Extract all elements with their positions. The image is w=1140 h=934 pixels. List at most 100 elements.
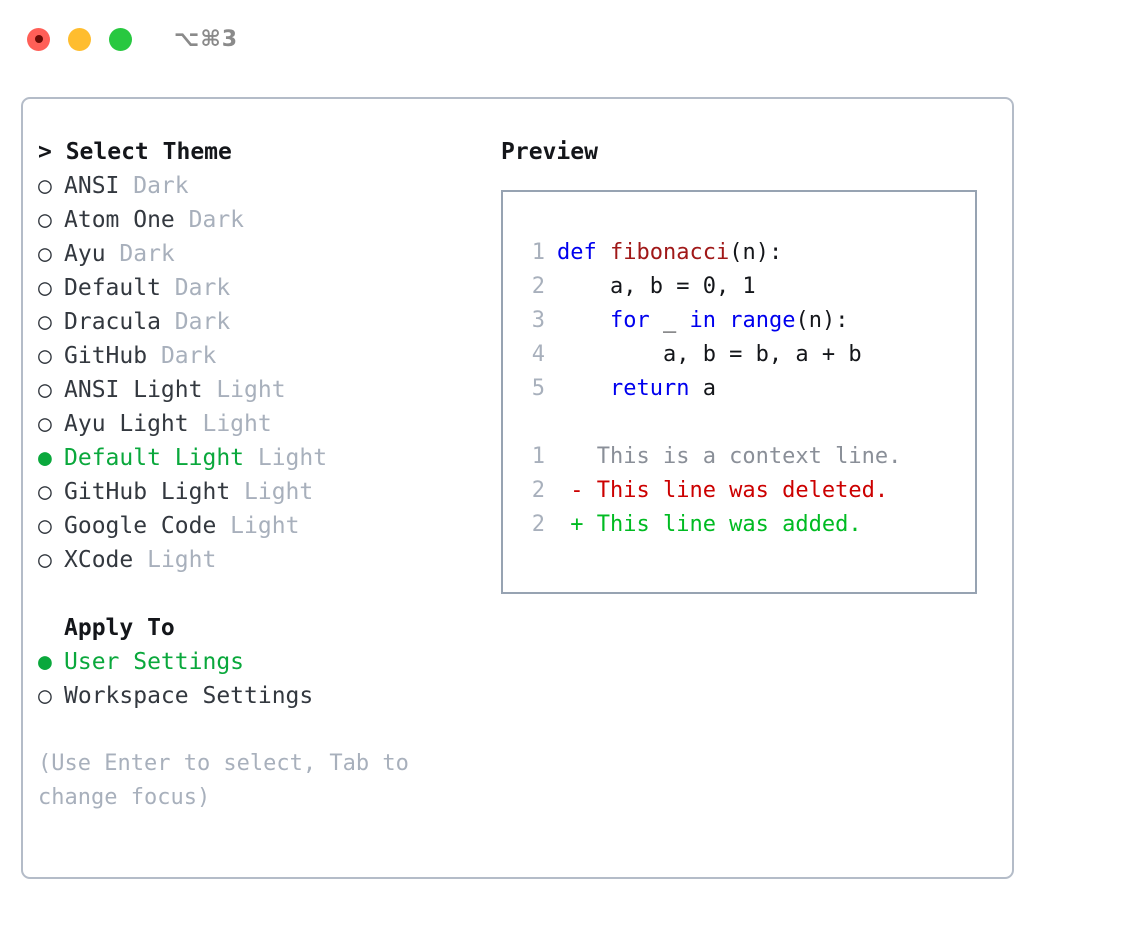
code-token-plain	[716, 308, 729, 333]
code-token-plain: a	[689, 376, 716, 401]
radio-unselected-icon: ○	[38, 547, 52, 573]
theme-option-label: Default Light	[64, 445, 245, 471]
code-line: 5 return a	[521, 372, 975, 406]
code-token-add: + This line was added.	[557, 512, 862, 537]
title-bar: ⌥⌘3	[0, 0, 1140, 78]
apply-to-option-label: Workspace Settings	[64, 683, 314, 709]
code-token-kw: in	[689, 308, 716, 333]
theme-option-xcode[interactable]: ○ XCode Light	[38, 543, 468, 577]
code-line: 1 def fibonacci(n):	[521, 236, 975, 270]
code-token-kw: return	[609, 376, 690, 401]
theme-option-label: GitHub	[64, 343, 148, 369]
code-token-plain	[557, 308, 610, 333]
theme-option-label: Ayu Light	[64, 411, 189, 437]
theme-option-default[interactable]: ○Default Dark	[38, 271, 468, 305]
line-number: 1	[531, 240, 545, 265]
code-token-kw: range	[729, 308, 796, 333]
code-token-del: - This line was deleted.	[557, 478, 889, 503]
line-number: 2	[531, 478, 545, 503]
code-token-kw: for	[609, 308, 650, 333]
theme-option-ansi[interactable]: ○ ANSI Dark	[38, 169, 468, 203]
theme-option-label: Default	[64, 275, 161, 301]
line-number: 3	[531, 308, 545, 333]
code-token-plain: (n):	[795, 308, 849, 333]
theme-option-category: Light	[244, 445, 328, 471]
radio-unselected-icon: ○	[38, 479, 52, 505]
diff-line: 2 + This line was added.	[521, 508, 975, 542]
diff-sample: 1 This is a context line.2 - This line w…	[521, 440, 975, 542]
theme-option-label: GitHub Light	[64, 479, 231, 505]
theme-option-label: ANSI	[64, 173, 120, 199]
keyboard-shortcut-label: ⌥⌘3	[174, 26, 239, 52]
theme-option-ansi-light[interactable]: ○ANSI Light Light	[38, 373, 468, 407]
radio-unselected-icon: ○	[38, 173, 52, 199]
theme-option-label: Dracula	[64, 309, 161, 335]
theme-option-category: Dark	[160, 275, 231, 301]
theme-picker-column: > Select Theme ○ANSI Dark○Atom One Dark○…	[38, 135, 468, 815]
keyboard-hint-text: (Use Enter to select, Tab to change focu…	[38, 751, 409, 810]
code-token-kw: def	[557, 240, 610, 265]
apply-to-option-workspace-settings[interactable]: ○Workspace Settings	[38, 679, 468, 713]
radio-selected-icon: ●	[38, 649, 52, 675]
theme-option-default-light[interactable]: ● Default Light Light	[38, 441, 468, 475]
code-line: 2 a, b = 0, 1	[521, 270, 975, 304]
window-controls	[27, 27, 132, 51]
preview-title: Preview	[501, 139, 598, 165]
theme-option-category: Dark	[105, 241, 175, 267]
code-token-plain: (n):	[729, 240, 783, 265]
theme-option-category: Light	[188, 411, 272, 437]
maximize-button-icon[interactable]	[109, 27, 132, 51]
line-number: 4	[531, 342, 545, 367]
code-token-plain: a, b = b, a + b	[557, 342, 862, 367]
radio-unselected-icon: ○	[38, 241, 52, 267]
close-button-icon[interactable]	[27, 27, 50, 51]
theme-option-ayu-light[interactable]: ○Ayu Light Light	[38, 407, 468, 441]
radio-unselected-icon: ○	[38, 343, 52, 369]
code-token-ctx: This is a context line.	[557, 444, 902, 469]
apply-to-option-user-settings[interactable]: ● User Settings	[38, 645, 468, 679]
theme-option-label: Atom One	[64, 207, 175, 233]
theme-option-category: Dark	[147, 343, 217, 369]
theme-option-dracula[interactable]: ○ Dracula Dark	[38, 305, 468, 339]
theme-option-google-code[interactable]: ○Google Code Light	[38, 509, 468, 543]
code-token-fn: fibonacci	[609, 240, 730, 265]
theme-option-label: ANSI Light	[64, 377, 203, 403]
theme-option-github[interactable]: ○ GitHub Dark	[38, 339, 468, 373]
line-number: 2	[531, 274, 545, 299]
apply-to-option-label: User Settings	[64, 649, 245, 675]
line-number: 5	[531, 376, 545, 401]
main-panel: > Select Theme ○ANSI Dark○Atom One Dark○…	[21, 97, 1014, 879]
theme-option-category: Dark	[119, 173, 189, 199]
theme-option-atom-one[interactable]: ○ Atom One Dark	[38, 203, 468, 237]
theme-option-category: Light	[230, 479, 314, 505]
code-token-plain: _	[649, 308, 690, 333]
theme-list[interactable]: ○ANSI Dark○Atom One Dark○Ayu Dark○Defaul…	[38, 169, 468, 577]
theme-option-category: Light	[216, 513, 300, 539]
apply-to-list[interactable]: ● User Settings ○Workspace Settings	[38, 645, 468, 713]
line-number: 2	[531, 512, 545, 537]
theme-option-ayu[interactable]: ○Ayu Dark	[38, 237, 468, 271]
diff-line: 2 - This line was deleted.	[521, 474, 975, 508]
theme-option-category: Dark	[174, 207, 245, 233]
theme-option-github-light[interactable]: ○ GitHub Light Light	[38, 475, 468, 509]
theme-option-label: XCode	[64, 547, 134, 573]
theme-option-category: Dark	[160, 309, 231, 335]
code-diff-gap	[521, 406, 975, 440]
code-token-plain	[557, 376, 610, 401]
code-token-plain: a, b = 0, 1	[557, 274, 756, 299]
list-spacer	[38, 577, 468, 611]
radio-unselected-icon: ○	[38, 309, 52, 335]
minimize-button-icon[interactable]	[68, 27, 91, 51]
code-line: 3 for _ in range(n):	[521, 304, 975, 338]
code-line: 4 a, b = b, a + b	[521, 338, 975, 372]
radio-unselected-icon: ○	[38, 207, 52, 233]
diff-line: 1 This is a context line.	[521, 440, 975, 474]
radio-selected-icon: ●	[38, 445, 52, 471]
theme-option-category: Light	[202, 377, 286, 403]
select-theme-header: > Select Theme	[38, 139, 232, 165]
theme-option-category: Light	[133, 547, 217, 573]
